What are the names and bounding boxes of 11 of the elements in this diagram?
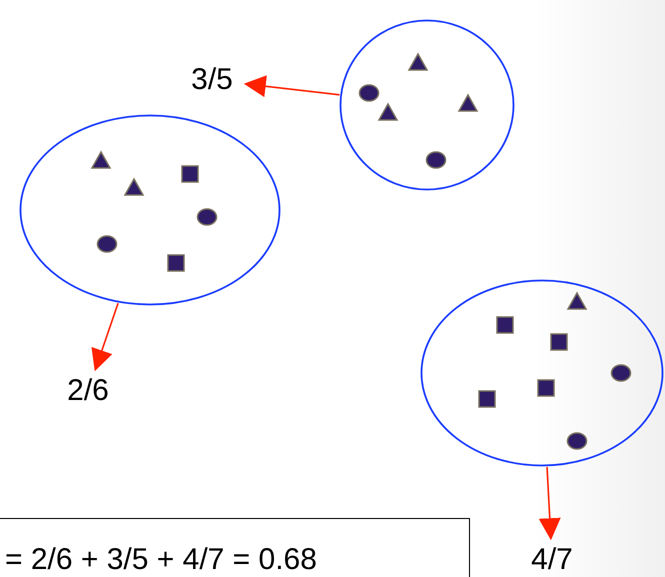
formula-text: = 2/6 + 3/5 + 4/7 = 0.68 bbox=[5, 543, 318, 577]
fraction-label: 3/5 bbox=[190, 63, 234, 97]
fraction-label: 2/6 bbox=[66, 374, 110, 408]
fraction-label: 4/7 bbox=[530, 543, 574, 577]
arrow bbox=[244, 75, 340, 98]
cluster-ellipse bbox=[19, 114, 281, 306]
cluster-ellipse bbox=[339, 19, 515, 191]
cluster-ellipse bbox=[420, 279, 664, 467]
arrow bbox=[538, 466, 561, 540]
formula-box bbox=[0, 518, 470, 577]
arrow bbox=[91, 302, 119, 372]
